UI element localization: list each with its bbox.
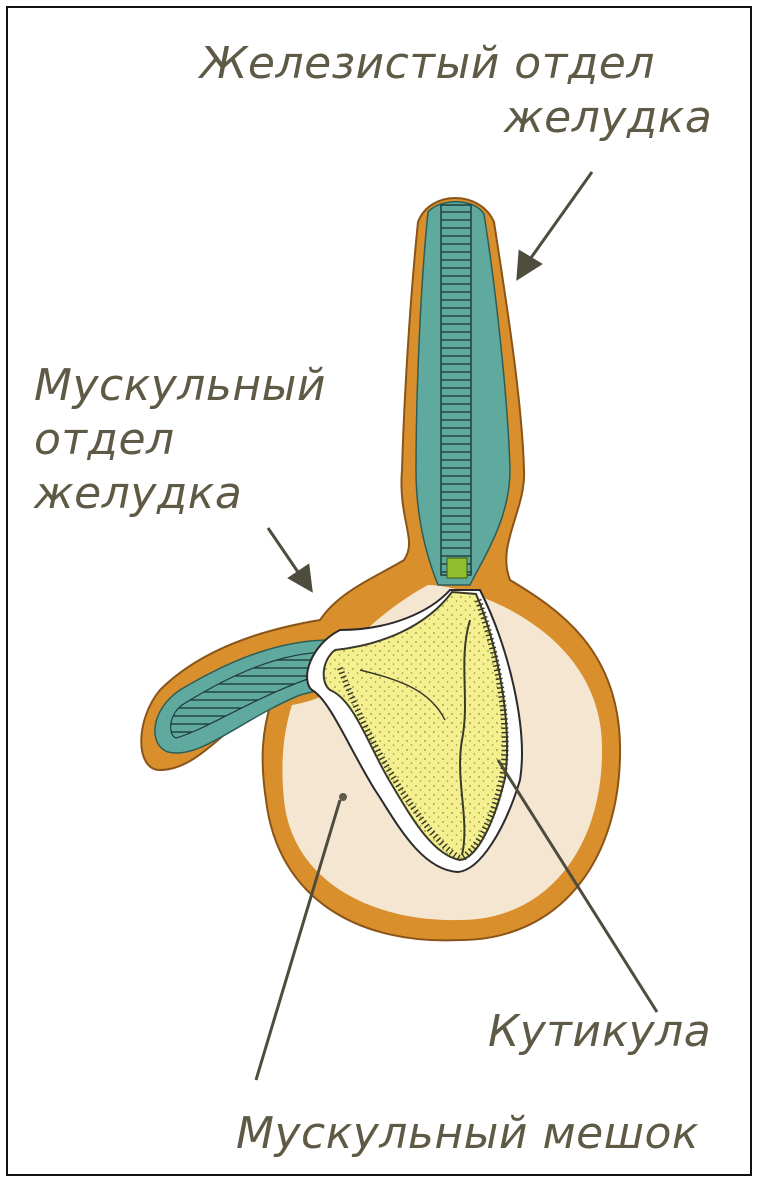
label-muscular-line1: Мускульный (34, 362, 326, 410)
label-muscular-line3: желудка (34, 470, 242, 518)
glandular-canal (441, 205, 471, 575)
label-glandular-line1: Железистый отдел (200, 40, 655, 88)
label-muscular-line2: отдел (34, 416, 175, 464)
label-muscular-sac: Мускульный мешок (236, 1110, 699, 1158)
label-cuticle: Кутикула (488, 1008, 711, 1056)
label-glandular-line2: желудка (504, 94, 712, 142)
sac-marker (339, 793, 347, 801)
